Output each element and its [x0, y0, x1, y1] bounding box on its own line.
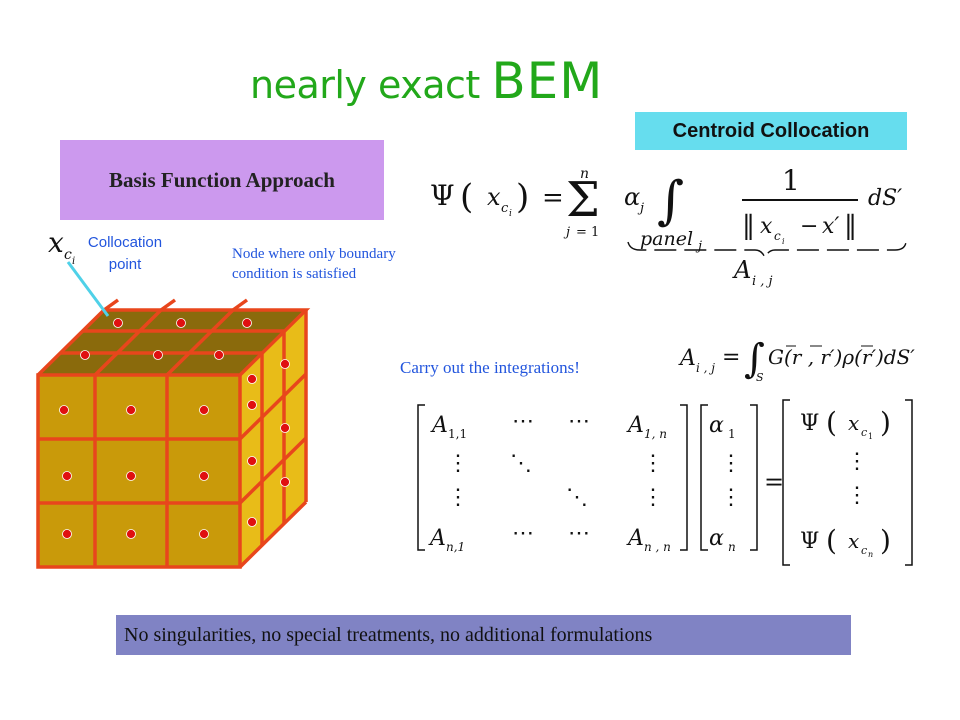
node-label-line1: Node where only boundary [232, 246, 396, 262]
svg-text:‖: ‖ [844, 211, 857, 241]
svg-text:⋱: ⋱ [510, 451, 532, 476]
svg-text:n: n [868, 550, 873, 559]
svg-text:i , j: i , j [696, 361, 715, 375]
svg-text:⋯: ⋯ [568, 409, 590, 434]
svg-text:j: j [695, 239, 702, 254]
svg-text:=: = [722, 345, 740, 370]
svg-text:c: c [861, 426, 867, 439]
svg-text:⋮: ⋮ [720, 485, 742, 510]
svg-text:n: n [580, 166, 589, 182]
svg-text:dS′: dS′ [868, 186, 902, 211]
svg-text:α: α [709, 413, 724, 438]
svg-text:1: 1 [728, 427, 736, 441]
svg-text:A: A [428, 526, 446, 551]
svg-text:): ) [880, 524, 891, 557]
svg-text:x: x [487, 183, 501, 211]
svg-text:= 1: = 1 [576, 225, 599, 240]
svg-text:A: A [732, 256, 751, 284]
svg-text:x′: x′ [822, 214, 839, 239]
collocation-arrow [66, 261, 110, 317]
svg-text:n,1: n,1 [446, 540, 465, 554]
svg-text:i: i [782, 237, 785, 246]
svg-text:⋮: ⋮ [642, 485, 664, 510]
svg-text:i , j: i , j [752, 274, 773, 289]
svg-text:j: j [637, 201, 644, 216]
svg-text:c: c [64, 247, 72, 263]
svg-text:⋮: ⋮ [846, 483, 868, 508]
svg-text:⋮: ⋮ [642, 451, 664, 476]
svg-text:S: S [756, 371, 764, 384]
svg-text:x: x [48, 226, 64, 259]
svg-text:1, n: 1, n [644, 427, 667, 441]
svg-text:⋯: ⋯ [512, 409, 534, 434]
svg-text:panel: panel [640, 228, 693, 250]
cube-side-face [240, 310, 306, 567]
svg-text:): ) [880, 406, 891, 439]
svg-text:1: 1 [782, 164, 800, 197]
svg-text:∫: ∫ [657, 171, 684, 231]
svg-text:1: 1 [868, 432, 873, 441]
svg-text:x: x [848, 529, 859, 553]
svg-text:⋮: ⋮ [447, 451, 469, 476]
carry-out-integrations-label: Carry out the integrations! [400, 358, 580, 377]
svg-text:Σ: Σ [566, 172, 600, 228]
centroid-collocation-label: Centroid Collocation [635, 112, 907, 150]
node-label-line2: condition is satisfied [232, 266, 357, 282]
svg-text:Ψ: Ψ [430, 179, 455, 212]
svg-text:(: ( [826, 406, 837, 439]
svg-text:=: = [764, 468, 784, 496]
cube-edges [36, 298, 311, 569]
conclusion-bar: No singularities, no special treatments,… [116, 615, 851, 655]
cube-top-face [38, 310, 306, 375]
collocation-point-label: Collocation point [70, 232, 180, 276]
svg-text:x: x [848, 411, 859, 435]
svg-text:1,1: 1,1 [448, 427, 467, 441]
svg-text:∫: ∫ [744, 336, 765, 382]
svg-text:⋱: ⋱ [566, 485, 588, 510]
svg-text:=: = [542, 183, 564, 213]
svg-text:i: i [72, 256, 75, 267]
slide-title: nearly exact BEM [250, 52, 603, 110]
title-part2: BEM [491, 52, 604, 110]
svg-text:n: n [728, 540, 736, 554]
svg-text:A: A [626, 526, 644, 551]
node-boundary-label: Node where only boundary condition is sa… [232, 244, 482, 284]
svg-text:‖: ‖ [742, 211, 755, 241]
title-part1: nearly exact [250, 63, 492, 107]
svg-text:A: A [626, 413, 644, 438]
svg-text:(: ( [460, 177, 473, 217]
svg-text:−: − [800, 214, 818, 239]
svg-text:⋯: ⋯ [512, 521, 534, 546]
svg-text:n , n: n , n [644, 540, 671, 554]
svg-text:α: α [624, 183, 640, 211]
svg-text:c: c [774, 229, 781, 243]
svg-text:A: A [430, 413, 448, 438]
collocation-label-line1: Collocation [87, 234, 163, 251]
svg-text:i: i [509, 209, 512, 219]
collocation-dots [59, 318, 290, 539]
svg-text:): ) [516, 177, 529, 217]
svg-text:x: x [760, 214, 773, 239]
basis-function-approach-box: Basis Function Approach [60, 140, 384, 220]
svg-text:⋮: ⋮ [720, 451, 742, 476]
svg-text:⋮: ⋮ [846, 449, 868, 474]
svg-text:j: j [563, 225, 570, 240]
svg-text:α: α [709, 526, 724, 551]
svg-text:G(r , r′)ρ(r′)dS′: G(r , r′)ρ(r′)dS′ [768, 345, 915, 369]
svg-text:c: c [501, 201, 509, 216]
svg-text:Ψ: Ψ [800, 529, 819, 554]
svg-text:Ψ: Ψ [800, 411, 819, 436]
svg-text:⋮: ⋮ [447, 485, 469, 510]
svg-text:c: c [861, 544, 867, 557]
svg-text:(: ( [826, 524, 837, 557]
collocation-label-line2: point [108, 256, 142, 273]
svg-text:A: A [678, 346, 696, 371]
svg-text:⋯: ⋯ [568, 521, 590, 546]
